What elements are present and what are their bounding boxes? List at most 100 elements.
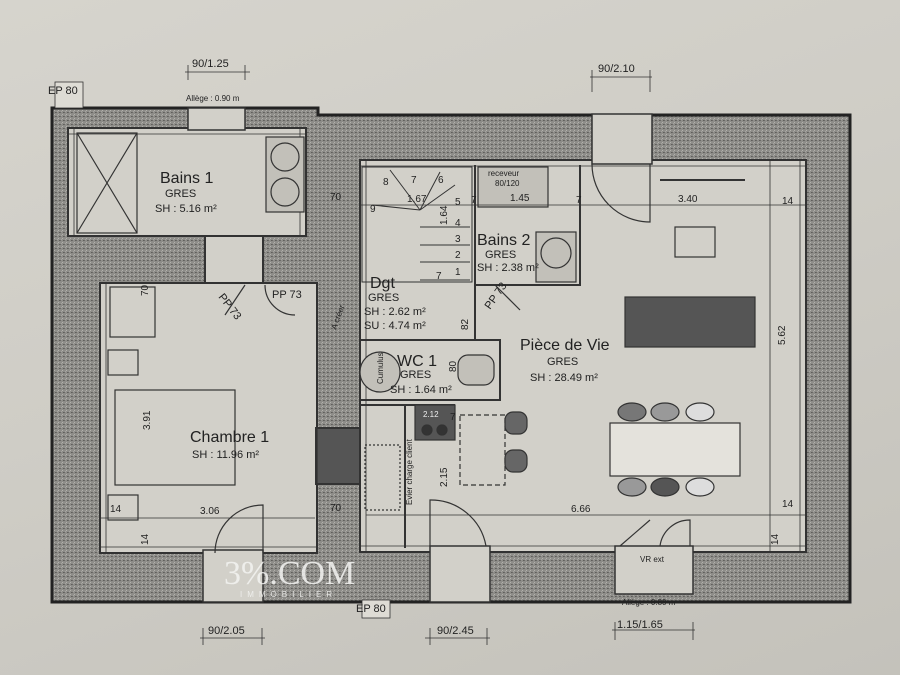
stair-step-2: 2: [455, 250, 461, 261]
toilet-icon: [457, 354, 495, 386]
dim-70: 70: [140, 284, 151, 296]
living-room-floor-type: GRES: [547, 356, 578, 368]
ep-bottom-label: EP 80: [356, 603, 386, 615]
door-swings: [214, 163, 691, 554]
stair-step-9: 9: [370, 204, 376, 215]
window-top-size: 90/1.25: [192, 58, 229, 70]
wc1-area: SH : 1.64 m²: [390, 384, 452, 396]
watermark-brand: 3%.COM: [224, 555, 355, 592]
cumulus-label: Cumulus: [376, 352, 385, 384]
living-floor: [359, 159, 807, 553]
dim-70: 70: [330, 192, 342, 203]
stair-step-8: 8: [383, 177, 389, 188]
door-bottom-mid: [429, 545, 491, 603]
dim-7: 7: [471, 195, 477, 206]
dgt-area-su: SU : 4.74 m²: [364, 320, 426, 332]
bains2-area: SH : 2.38 m²: [477, 262, 539, 274]
watermark: 3%.COM IMMOBILIER: [224, 555, 355, 599]
dim-1-64: 1.64: [439, 205, 450, 225]
hob: [414, 404, 456, 441]
sink-kitchen: [364, 444, 401, 511]
door-top-size: 90/2.10: [598, 63, 635, 75]
dim-6-66: 6.66: [571, 504, 591, 515]
stool: [504, 411, 528, 435]
fixtures: [76, 132, 756, 521]
door-bottom-mid-size: 90/2.45: [437, 625, 474, 637]
dim-7: 7: [450, 412, 456, 423]
stair-step-5: 5: [455, 197, 461, 208]
openings: [187, 107, 694, 603]
dim-2-15: 2.15: [439, 467, 450, 487]
coffee-table: [674, 226, 716, 258]
dimension-lines: [100, 65, 806, 645]
insulation-lines: [67, 127, 807, 554]
window-top-allege: Allège : 0.90 m: [186, 94, 240, 103]
roller-shutter-label: VR ext: [640, 555, 665, 564]
dim-14: 14: [782, 196, 794, 207]
sink-label: Evier charge client: [405, 438, 414, 505]
nightstand: [107, 494, 139, 521]
dim-14: 14: [110, 504, 122, 515]
dgt-name: Dgt: [370, 275, 395, 292]
bains2-floor-type: GRES: [485, 249, 516, 261]
sink-icon: [270, 177, 300, 207]
wc1-floor-type: GRES: [400, 369, 431, 381]
dining-table: [609, 422, 741, 477]
window-bottom: [614, 545, 694, 595]
bains1-area: SH : 5.16 m²: [155, 203, 217, 215]
dim-80: 80: [448, 360, 459, 372]
stool: [504, 449, 528, 473]
door-top: [591, 113, 653, 165]
window-top: [187, 107, 246, 131]
dim-14: 14: [140, 533, 151, 545]
wardrobe: [109, 286, 156, 338]
staircase: [361, 166, 473, 283]
receveur-size: 80/120: [495, 179, 520, 188]
dimension-numbers: 70 70 70 3.40 5.62 6.66 3.06 3.91 2.15 1…: [110, 192, 794, 545]
window-bottom-allege: Allège : 0.80 m: [622, 598, 676, 607]
dim-1-67: 1.67: [407, 194, 427, 205]
dim-7: 7: [576, 195, 582, 206]
dgt-area-sh: SH : 2.62 m²: [364, 306, 426, 318]
shower-tray: [76, 132, 138, 234]
door-bottom-left: [202, 549, 264, 603]
stair-step-4: 4: [455, 218, 461, 229]
dim-70: 70: [330, 503, 342, 514]
door-pp73-b: PP 73: [272, 289, 302, 301]
kitchen-island: [459, 414, 506, 486]
dim-1-45: 1.45: [510, 193, 530, 204]
dim-3-91: 3.91: [142, 410, 153, 430]
wc1-name: WC 1: [397, 353, 437, 370]
watermark-tagline: IMMOBILIER: [240, 590, 337, 599]
dim-14: 14: [782, 499, 794, 510]
sink-icon: [540, 237, 572, 269]
bains1-name: Bains 1: [160, 170, 213, 187]
nightstand: [107, 349, 139, 376]
window-bottom-size: 1.15/1.65: [617, 619, 663, 631]
ep-top-label: EP 80: [48, 85, 78, 97]
stair-step-6: 6: [438, 175, 444, 186]
living-room-area: SH : 28.49 m²: [530, 372, 598, 384]
passage-floor: [204, 235, 264, 287]
chambre1-name: Chambre 1: [190, 429, 269, 446]
stair-numbers: 1 2 3 4 5 6 7 8 9: [370, 175, 461, 278]
stair-step-1: 1: [455, 267, 461, 278]
room-labels: Bains 1 GRES SH : 5.16 m² Chambre 1 SH :…: [155, 170, 610, 461]
bed: [114, 389, 236, 486]
dim-5-62: 5.62: [777, 325, 788, 345]
bains1-floor-type: GRES: [165, 188, 196, 200]
stair-step-7: 7: [411, 175, 417, 186]
sofa: [624, 296, 756, 348]
bains2-name: Bains 2: [477, 232, 530, 249]
opening-labels: 90/1.25 Allège : 0.90 m 90/2.10 90/2.05 …: [186, 58, 676, 637]
chambre1-area: SH : 11.96 m²: [192, 449, 259, 461]
chambre1-floor: [99, 282, 318, 554]
living-room-name: Pièce de Vie: [520, 337, 610, 354]
stair-step-3: 3: [455, 234, 461, 245]
receveur-label: receveur: [488, 169, 519, 178]
dim-82: 82: [460, 318, 471, 330]
sink-icon: [270, 142, 300, 172]
dim-14: 14: [770, 533, 781, 545]
